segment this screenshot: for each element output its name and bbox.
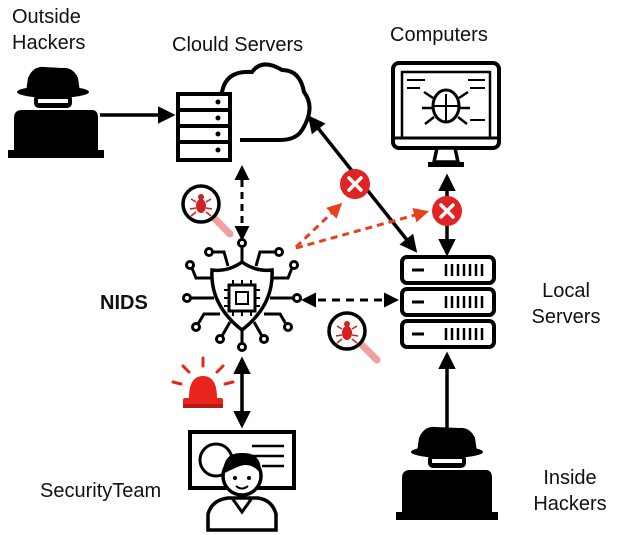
- cloud-server-icon: [176, 62, 312, 162]
- hacker-icon: [396, 426, 498, 520]
- nids-block-computer-dashed-arrow: [295, 207, 429, 250]
- server-rack-icon: [400, 255, 496, 349]
- shield-chip-icon: [182, 238, 302, 352]
- magnifier-bug-icon: [181, 184, 234, 238]
- magnifier-bug-icon: [327, 311, 381, 364]
- computer-bug-icon: [391, 61, 501, 167]
- computers-label: Computers: [390, 24, 488, 46]
- alarm-siren-icon: [171, 356, 235, 408]
- cloud-servers-label: Clould Servers: [172, 34, 304, 56]
- blocked-x-icon: [432, 196, 462, 226]
- local-servers-label: Local Servers: [531, 280, 601, 328]
- blocked-x-icon: [340, 169, 370, 199]
- security-team-label: SecurityTeam: [40, 480, 162, 502]
- hacker-icon: [8, 66, 104, 158]
- connections: [100, 106, 456, 429]
- inside-hackers-label: Inside Hackers: [533, 467, 607, 515]
- nids-label: NIDS: [100, 292, 148, 314]
- nids-block-cloud-dashed-arrow: [294, 202, 343, 249]
- outside-hackers-label: Outside Hackers: [12, 6, 86, 54]
- security-person-icon: [188, 430, 296, 532]
